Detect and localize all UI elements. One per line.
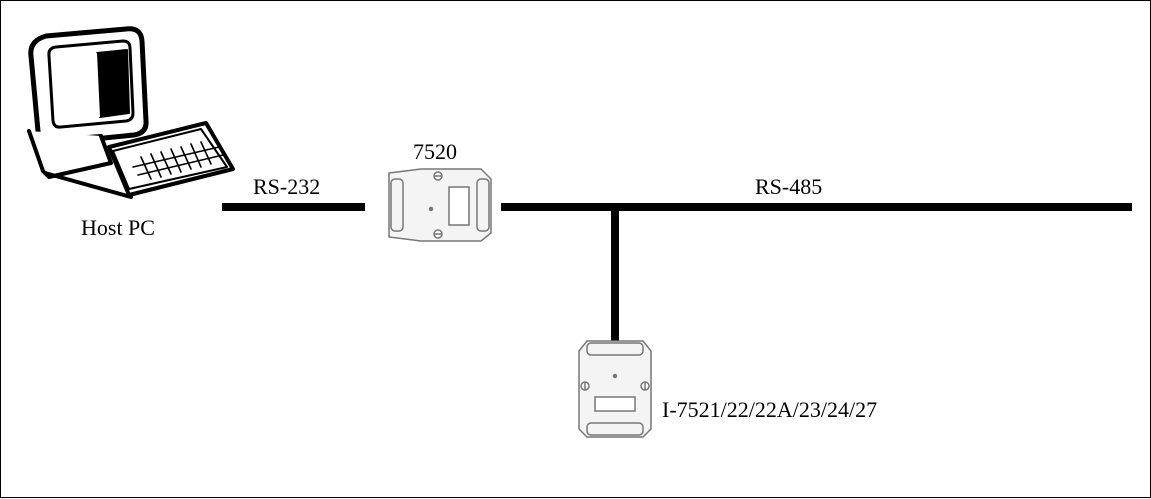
rs232-label: RS-232 [253,174,320,199]
host-pc-icon [27,26,235,199]
device-i7521-module [578,340,652,438]
device-label: I-7521/22/22A/23/24/27 [662,397,877,422]
converter-label: 7520 [413,139,457,164]
converter-7520-module [388,168,492,242]
host-pc-label: Host PC [81,215,155,240]
rs485-label: RS-485 [755,174,822,199]
